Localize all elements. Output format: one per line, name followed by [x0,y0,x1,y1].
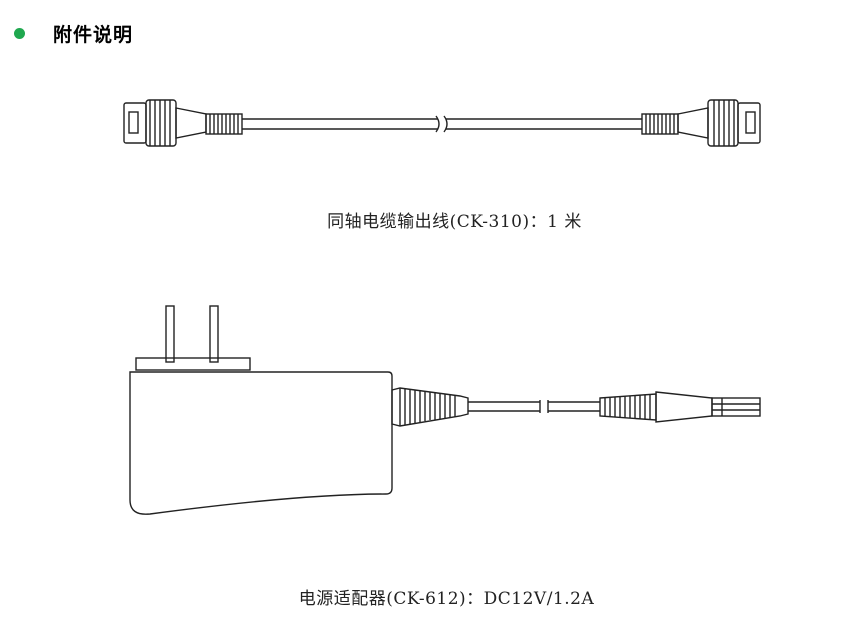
adapter-strain-relief [391,387,469,427]
left-strain-relief [205,113,243,135]
dc-plug-body [655,391,713,423]
adapter-body [129,371,393,515]
right-plug-slot [745,111,756,134]
left-plug-slot [128,111,139,134]
left-prong [165,305,175,363]
dc-plug-barrel [711,397,761,417]
section-heading: 附件说明 [14,18,133,48]
coaxial-cable-illustration [123,99,761,147]
coaxial-cable-caption: 同轴电缆输出线(CK-310)：1 米 [327,212,582,232]
plug-base [135,357,251,371]
power-adapter-caption: 电源适配器(CK-612)：DC12V/1.2A [298,589,595,609]
right-plug-tip [737,102,761,144]
section-title: 附件说明 [53,23,134,46]
dc-plug-strain-relief [599,393,657,421]
bullet-icon [14,27,25,39]
right-prong [209,305,219,363]
